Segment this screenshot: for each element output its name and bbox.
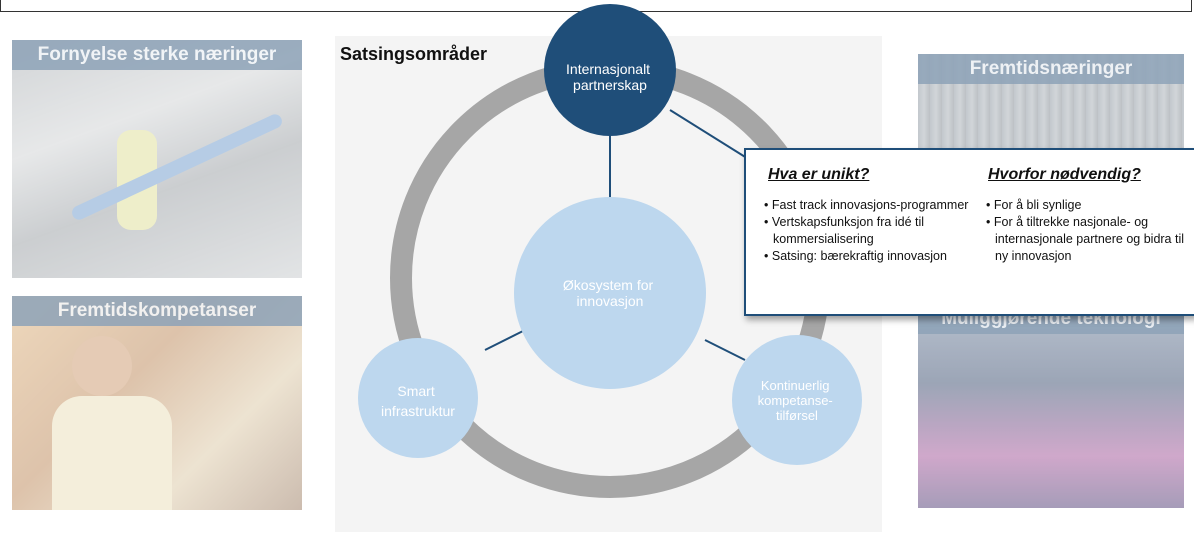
node-right [732,335,862,465]
node-right-line: tilførsel [776,408,818,423]
right-top-title: Fremtidsnæringer [918,54,1184,84]
diagram-heading: Satsingsområder [340,44,488,64]
node-left-line: Smart [397,383,434,399]
list-item: For å bli synlige [986,197,1190,214]
node-top-line: partnerskap [573,77,647,93]
technology-photo [918,300,1184,508]
right-top-panel: Fremtidsnæringer [918,54,1184,150]
connector-callout [669,109,751,161]
callout-left-heading: Hva er unikt? [768,166,870,183]
node-right-line: kompetanse- [758,393,833,408]
panel-fade [12,40,302,278]
callout-left-list: Fast track innovasjons-programmer Vertsk… [764,197,982,265]
node-center-line: innovasjon [577,293,644,309]
right-bottom-panel: Muliggjørende teknologi [918,300,1184,508]
panel-fade [12,296,302,510]
list-item: Satsing: bærekraftig innovasjon [764,248,982,265]
list-item: Vertskapsfunksjon fra idé til kommersial… [764,214,982,248]
node-center-line: Økosystem for [563,277,654,293]
node-right-line: Kontinuerlig [761,378,830,393]
left-bottom-panel: Fremtidskompetanser [12,296,302,510]
connector-right [704,339,746,361]
panel-fade [918,300,1184,508]
left-top-title: Fornyelse sterke næringer [12,40,302,70]
node-center-label: Økosystem for innovasjon [563,277,657,309]
callout-right-heading: Hvorfor nødvendig? [988,166,1141,183]
left-bottom-title: Fremtidskompetanser [12,296,302,326]
left-top-panel: Fornyelse sterke næringer [12,40,302,278]
node-top [544,4,676,136]
node-center [514,197,706,389]
node-top-line: Internasjonalt [566,61,650,77]
node-left-line: infrastruktur [381,403,455,419]
node-left [358,338,478,458]
info-callout: Hva er unikt? Fast track innovasjons-pro… [744,148,1194,316]
list-item: Fast track innovasjons-programmer [764,197,982,214]
node-top-label: Internasjonalt partnerskap [566,61,654,93]
node-right-label: Kontinuerlig kompetanse- tilførsel [758,378,837,423]
node-left-label: Smart infrastruktur [381,383,455,419]
list-item: For å tiltrekke nasjonale- og internasjo… [986,214,1190,265]
callout-right-list: For å bli synlige For å tiltrekke nasjon… [986,197,1190,265]
